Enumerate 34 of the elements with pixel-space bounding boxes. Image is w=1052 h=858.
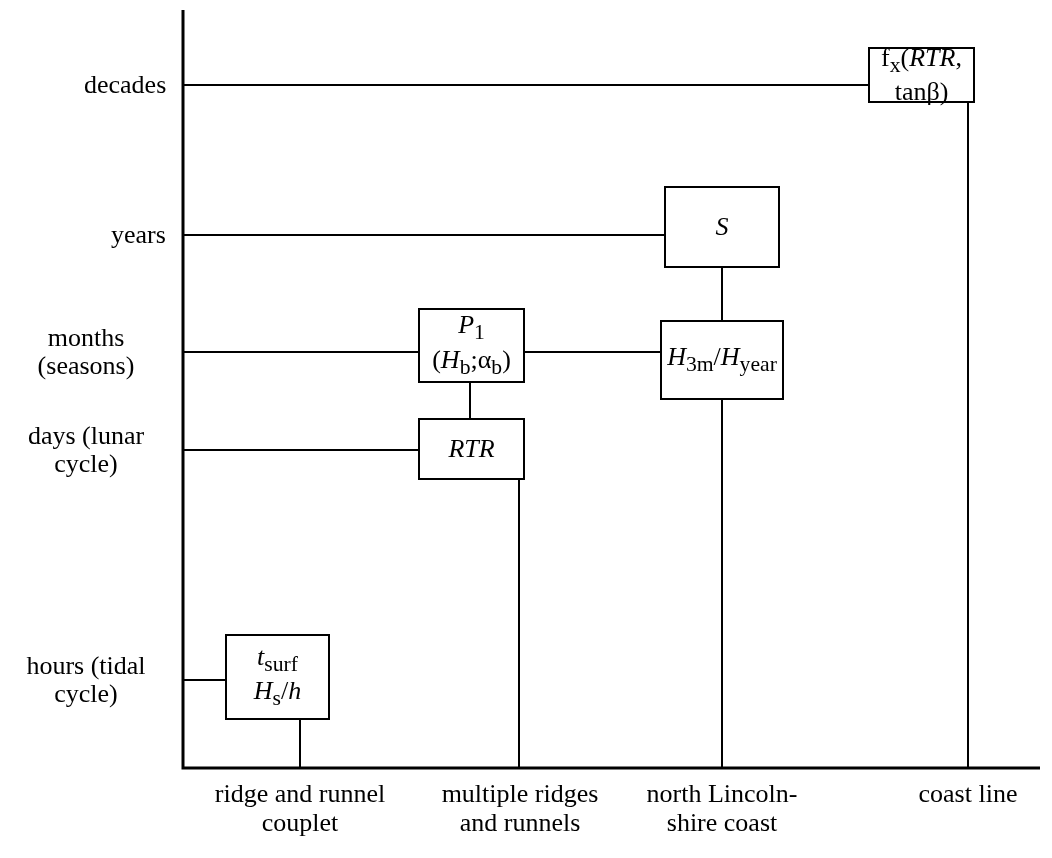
connector-line xyxy=(469,382,471,419)
variable-label: H$_{s}$/h xyxy=(253,677,302,711)
space-scale-label: ridge and runnel couplet xyxy=(213,780,387,838)
connector-line xyxy=(182,84,869,86)
time-scale-label: decades xyxy=(84,70,167,100)
connector-line xyxy=(967,102,969,769)
connector-line xyxy=(182,234,665,236)
variable-box xyxy=(664,186,780,268)
variable-box xyxy=(660,320,784,400)
space-scale-label: north Lincoln- shire coast xyxy=(645,780,799,838)
time-scale-label: days (lunar cycle) xyxy=(26,421,146,479)
connector-line xyxy=(182,679,226,681)
variable-box xyxy=(418,418,525,480)
variable-label: t$_{surf}$ xyxy=(257,643,298,677)
connector-line xyxy=(182,449,419,451)
variable-label: P$_{1}$ xyxy=(458,311,485,346)
variable-label: (H$_{b}$;α$_{b}$) xyxy=(432,345,511,380)
space-scale-label: coast line xyxy=(917,780,1019,809)
connector-line xyxy=(524,351,661,353)
variable-box xyxy=(225,634,330,720)
connector-line xyxy=(182,351,419,353)
time-scale-label: hours (tidal cycle) xyxy=(25,651,147,709)
space-scale-label: multiple ridges and runnels xyxy=(440,780,600,838)
connector-line xyxy=(299,719,301,769)
time-scale-label: months (seasons) xyxy=(36,323,136,381)
variable-box xyxy=(418,308,525,383)
time-scale-label: years xyxy=(111,220,166,250)
variable-label: H$_{3m}$/H$_{year}$ xyxy=(667,343,777,377)
connector-line xyxy=(518,479,520,769)
connector-line xyxy=(721,399,723,769)
variable-label: S xyxy=(715,212,729,242)
connector-line xyxy=(721,267,723,321)
variable-label: RTR xyxy=(448,434,495,464)
variable-box xyxy=(868,47,975,103)
